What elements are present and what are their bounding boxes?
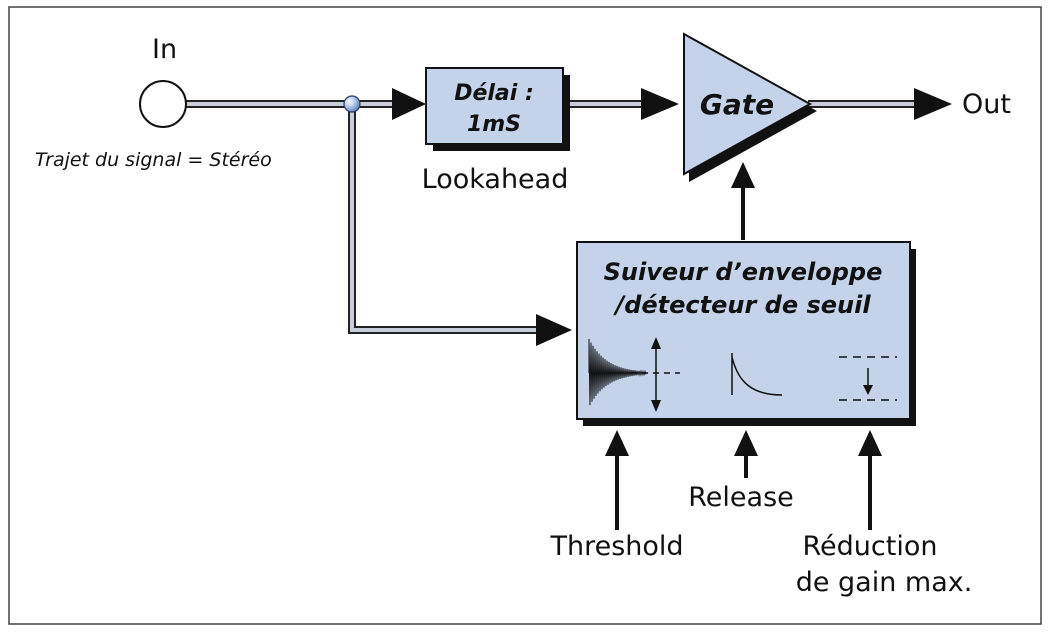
delay-value: 1mS: [467, 112, 521, 137]
arrow-to-envelope-icon: [536, 314, 572, 346]
gain-reduction-label-line2: de gain max.: [796, 567, 973, 598]
arrow-to-gate-icon: [641, 88, 679, 120]
input-label: In: [152, 34, 177, 65]
threshold-label: Threshold: [549, 531, 683, 562]
arrowheads: [392, 88, 952, 346]
gain-reduction-arrow-icon: [858, 430, 882, 530]
envelope-title-line1: Suiveur d’enveloppe: [604, 258, 883, 286]
input-jack-icon: [139, 80, 187, 128]
gate-title: Gate: [700, 88, 774, 121]
delay-title: Délai :: [454, 81, 534, 106]
lookahead-label: Lookahead: [422, 164, 569, 195]
output-label: Out: [962, 89, 1011, 120]
signal-path-label: Trajet du signal = Stéréo: [35, 149, 272, 171]
threshold-waveform-icon: [588, 337, 680, 412]
arrow-to-delay-icon: [392, 88, 426, 120]
envelope-follower-block: Suiveur d’enveloppe /détecteur de seuil: [576, 241, 916, 426]
delay-block: Délai : 1mS: [425, 67, 570, 151]
wire-sidechain: [348, 104, 540, 334]
release-label: Release: [688, 482, 794, 513]
control-arrow-envelope-to-gate: [731, 162, 755, 240]
gain-reduction-label-line1: Réduction: [803, 531, 938, 562]
envelope-title-line2: /détecteur de seuil: [612, 291, 871, 319]
split-node-icon: [343, 95, 361, 113]
gate-block: Gate: [683, 32, 817, 182]
arrow-to-output-icon: [914, 88, 952, 120]
parameter-arrows: [605, 430, 882, 530]
threshold-arrow-icon: [605, 430, 629, 530]
release-curve-icon: [731, 353, 783, 396]
release-arrow-icon: [734, 430, 758, 478]
signal-wires: [186, 100, 920, 334]
gain-reduction-icon: [839, 356, 897, 401]
